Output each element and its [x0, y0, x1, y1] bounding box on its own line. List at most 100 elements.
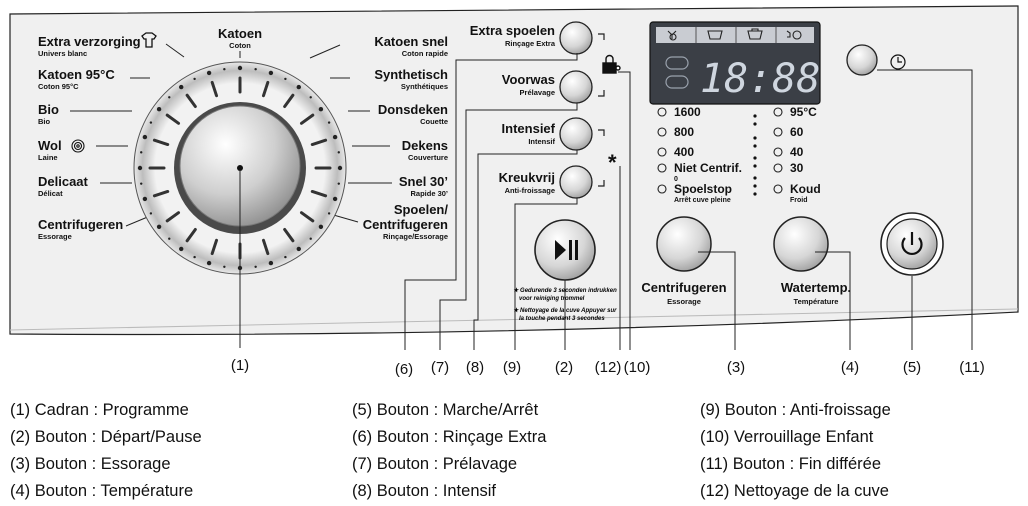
dial-tick: [283, 227, 295, 243]
rinse-phase-icon: [707, 30, 723, 40]
callout-number: (2): [555, 359, 573, 376]
callout-number: (12): [595, 359, 622, 376]
display-digits: 18:88: [700, 56, 820, 102]
svg-text:Extra verzorging: Extra verzorging: [38, 34, 141, 49]
dial-dot: [309, 237, 312, 240]
wool-icon: [71, 139, 85, 153]
dial-dot: [327, 212, 331, 215]
dial-dot: [206, 70, 212, 76]
program-label-top: Katoen Coton: [218, 26, 262, 50]
svg-text:la touche pendant 3 secondes: la touche pendant 3 secondes: [519, 316, 605, 322]
wash-phase-icon: [667, 30, 677, 41]
legend-item: (9) Bouton : Anti-froissage: [700, 401, 891, 419]
svg-text:Anti-froissage: Anti-froissage: [505, 186, 555, 195]
dial-dot: [284, 255, 287, 259]
svg-text:Rinçage/Essorage: Rinçage/Essorage: [383, 232, 448, 241]
dial-dots: [137, 65, 343, 271]
callout-number: (1): [231, 357, 249, 374]
dial-dot: [140, 182, 143, 185]
intensive-button[interactable]: [559, 117, 593, 151]
spin-option-label: Niet Centrif.: [674, 161, 742, 175]
child-lock-brackets: [598, 33, 605, 187]
temperature-button[interactable]: [773, 216, 829, 272]
dial-tick: [165, 211, 181, 223]
svg-text:Bio: Bio: [38, 117, 51, 126]
play-pause-icon: [555, 240, 566, 260]
svg-text:Essorage: Essorage: [38, 232, 72, 241]
dial-dot: [149, 212, 153, 215]
spin-option-label: 800: [674, 125, 694, 139]
dial-dot: [337, 151, 340, 154]
svg-text:Wol: Wol: [38, 138, 62, 153]
svg-text:Katoen: Katoen: [218, 26, 262, 41]
svg-text:Couverture: Couverture: [408, 153, 448, 162]
end-phase-icon: [786, 30, 802, 40]
dial-tick: [299, 113, 315, 125]
dial-dot: [237, 65, 243, 71]
temp-option-sublabel: Froid: [790, 197, 808, 204]
temp-option-indicator: [773, 163, 783, 173]
dial-dot: [193, 77, 196, 81]
svg-text:Katoen 95°C: Katoen 95°C: [38, 67, 115, 82]
spin-option-indicator: [657, 184, 667, 194]
spin-option-sublabel: 0: [674, 176, 678, 183]
svg-text:Coton: Coton: [229, 41, 251, 50]
callout-number: (6): [395, 361, 413, 378]
dial-dot: [223, 68, 226, 71]
legend-item: (5) Bouton : Marche/Arrêt: [352, 401, 539, 419]
dial-ticks: [148, 76, 332, 260]
legend-item: (8) Bouton : Intensif: [352, 482, 496, 500]
callout-number: (8): [466, 359, 484, 376]
prewash-button[interactable]: [559, 70, 593, 104]
dial-tick: [310, 138, 328, 147]
program-leader-lines: [70, 43, 392, 227]
clock-icon: [890, 54, 906, 70]
start-pause-button[interactable]: [534, 219, 596, 281]
drum-clean-star-icon: *: [608, 150, 617, 175]
temp-option-label: 60: [790, 125, 804, 139]
dial-dot: [223, 265, 226, 268]
legend-item: (2) Bouton : Départ/Pause: [10, 428, 202, 446]
power-button[interactable]: [880, 212, 944, 276]
temp-option-label: 30: [790, 161, 804, 175]
dial-tick: [210, 238, 219, 256]
svg-text:Donsdeken: Donsdeken: [378, 102, 448, 117]
spin-option-indicator: [657, 107, 667, 117]
legend-item: (11) Bouton : Fin différée: [700, 455, 881, 473]
svg-text:Centrifugeren: Centrifugeren: [363, 217, 448, 232]
dial-tick: [283, 93, 295, 109]
extra-rinse-button[interactable]: [559, 21, 593, 55]
temp-option-indicator: [773, 147, 783, 157]
callout-number: (4): [841, 359, 859, 376]
program-dial[interactable]: [133, 61, 347, 275]
callout-number: (3): [727, 359, 745, 376]
spin-button-sublabel: Essorage: [667, 297, 701, 306]
anti-crease-button[interactable]: [559, 165, 593, 199]
spin-option-sublabel: Arrêt cuve pleine: [674, 197, 731, 204]
legend-item: (12) Nettoyage de la cuve: [700, 482, 889, 500]
temp-option-label: 95°C: [790, 105, 817, 119]
dial-tick: [185, 93, 197, 109]
svg-text:Synthétiques: Synthétiques: [401, 82, 448, 91]
svg-text:Intensief: Intensief: [502, 121, 556, 136]
dial-tick: [210, 80, 219, 98]
spin-button-label: Centrifugeren: [641, 280, 726, 295]
delay-end-button[interactable]: [846, 44, 878, 76]
legend-item: (10) Verrouillage Enfant: [700, 428, 874, 446]
spin-option-indicator: [657, 147, 667, 157]
dial-dot: [327, 121, 331, 124]
svg-text:Katoen snel: Katoen snel: [374, 34, 448, 49]
spin-option-label: 1600: [674, 105, 701, 119]
spin-button[interactable]: [656, 216, 712, 272]
